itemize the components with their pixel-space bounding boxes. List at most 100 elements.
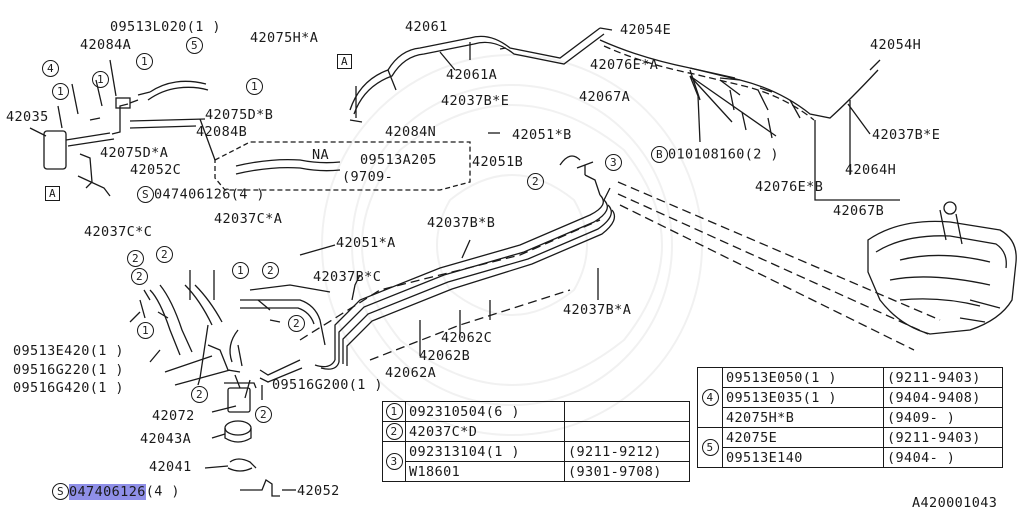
part-label-42043A: 42043A — [140, 431, 192, 447]
part-label-42037BC: 42037B*C — [313, 269, 382, 285]
part-label-9709: (9709- — [342, 169, 394, 185]
reference-marker-A: A — [337, 54, 352, 69]
part-number-highlighted[interactable]: 047406126 — [69, 483, 146, 500]
table-row: 5 42075E (9211-9403) — [697, 427, 1003, 468]
table-row: 09513E035(1 ) (9404-9408) — [698, 387, 1003, 408]
part-label-NA: NA — [312, 147, 330, 163]
part-label-09516G200: 09516G200(1 ) — [272, 377, 383, 393]
part-label-42061A: 42061A — [446, 67, 498, 83]
table-cell-range: (9409- ) — [883, 407, 1003, 428]
circle-marker-3: 3 — [605, 154, 622, 171]
fuel-tank-drawing — [867, 201, 1017, 335]
s-prefix-marker: S — [52, 483, 69, 500]
circle-marker-1: 1 — [232, 262, 249, 279]
part-label-42037BA: 42037B*A — [563, 302, 632, 318]
circle-marker-2: 2 — [191, 386, 208, 403]
b-prefix-marker: B — [651, 146, 668, 163]
part-label-42041: 42041 — [149, 459, 192, 475]
part-label-42037CA: 42037C*A — [214, 211, 283, 227]
circle-marker-1: 1 — [246, 78, 263, 95]
part-label-42084N: 42084N — [385, 124, 437, 140]
circle-marker-1: 1 — [136, 53, 153, 70]
table-cell-part: 092313104(1 ) — [405, 441, 565, 462]
part-label-09516G420: 09516G420(1 ) — [13, 380, 124, 396]
diagram-id: A420001043 — [912, 495, 998, 511]
table-cell-range: (9211-9403) — [883, 367, 1003, 388]
part-label-42037BB: 42037B*B — [427, 215, 496, 231]
circle-marker-4: 4 — [42, 60, 59, 77]
part-label-42075DA: 42075D*A — [100, 145, 169, 161]
circle-marker-2: 2 — [156, 246, 173, 263]
reference-marker-A: A — [45, 186, 60, 201]
part-number: 010108160(2 ) — [668, 146, 779, 163]
circle-marker-1: 1 — [92, 71, 109, 88]
table-cell-part: 09513E050(1 ) — [722, 367, 884, 388]
circle-marker-2: 2 — [288, 315, 305, 332]
part-label-42062B: 42062B — [419, 348, 471, 364]
table-row: 2 42037C*D — [382, 421, 690, 442]
part-label-42067A: 42067A — [579, 89, 631, 105]
part-label-42052: 42052 — [297, 483, 340, 499]
table-cell-part: W18601 — [405, 461, 565, 482]
part-label-42052C: 42052C — [130, 162, 182, 178]
part-label-42062C: 42062C — [441, 330, 493, 346]
part-label-42076EA: 42076E*A — [590, 57, 659, 73]
circle-marker-2: 2 — [131, 268, 148, 285]
table-cell-part: 42075H*B — [722, 407, 884, 428]
part-label-42075DB: 42075D*B — [205, 107, 274, 123]
part-label-42037BE-right: 42037B*E — [872, 127, 941, 143]
part-label-42062A: 42062A — [385, 365, 437, 381]
part-label-42051B: 42051B — [472, 154, 524, 170]
table-row: 4 09513E050(1 ) (9211-9403) — [697, 367, 1003, 428]
part-label-42075HA: 42075H*A — [250, 30, 319, 46]
table-cell-range: (9211-9212) — [564, 441, 690, 462]
table-cell-range: (9211-9403) — [883, 427, 1003, 448]
part-label-42037CC: 42037C*C — [84, 224, 153, 240]
table-cell-range — [564, 421, 690, 442]
part-label-42051A: 42051*A — [336, 235, 396, 251]
table-cell-range: (9404-9408) — [883, 387, 1003, 408]
circle-marker-2: 2 — [262, 262, 279, 279]
canister-42035 — [43, 130, 67, 170]
table-cell-range: (9301-9708) — [564, 461, 690, 482]
part-label-42072: 42072 — [152, 408, 195, 424]
circle-marker-5: 5 — [186, 37, 203, 54]
part-label-42064H: 42064H — [845, 162, 897, 178]
part-label-09513A205: 09513A205 — [360, 152, 437, 168]
table-cell-part: 09513E140 — [722, 447, 884, 468]
part-label-42084A: 42084A — [80, 37, 132, 53]
circle-marker-1: 1 — [137, 322, 154, 339]
part-qty: (4 ) — [145, 483, 180, 500]
part-label-42054E: 42054E — [620, 22, 672, 38]
part-label-42037BE-top: 42037B*E — [441, 93, 510, 109]
table-row: 42075H*B (9409- ) — [698, 407, 1003, 428]
table-row: 09513E140 (9404- ) — [698, 447, 1003, 468]
table-row: W18601 (9301-9708) — [383, 461, 690, 482]
part-label-42076EB: 42076E*B — [755, 179, 824, 195]
part-label-09513E420: 09513E420(1 ) — [13, 343, 124, 359]
s-prefix-marker: S — [137, 186, 154, 203]
table-row: 1 092310504(6 ) — [382, 401, 690, 422]
part-label-09516G220: 09516G220(1 ) — [13, 362, 124, 378]
table-cell-part: 092310504(6 ) — [405, 401, 565, 422]
part-label-42054H: 42054H — [870, 37, 922, 53]
part-label-42051B-star: 42051*B — [512, 127, 572, 143]
part-label-09513L020: 09513L020(1 ) — [110, 19, 221, 35]
circle-marker-2: 2 — [255, 406, 272, 423]
parts-table-right: 4 09513E050(1 ) (9211-9403) 09513E035(1 … — [697, 367, 1003, 468]
table-cell-range — [564, 401, 690, 422]
parts-table-left: 1 092310504(6 ) 2 42037C*D 3 092313104(1… — [382, 401, 690, 482]
table-row: 3 092313104(1 ) (9211-9212) — [382, 441, 690, 482]
table-cell-part: 42075E — [722, 427, 884, 448]
table-cell-range: (9404- ) — [883, 447, 1003, 468]
table-cell-part: 09513E035(1 ) — [722, 387, 884, 408]
part-number: 047406126(4 ) — [154, 186, 265, 203]
part-label-42035: 42035 — [6, 109, 49, 125]
circle-marker-2: 2 — [127, 250, 144, 267]
circle-marker-1: 1 — [52, 83, 69, 100]
